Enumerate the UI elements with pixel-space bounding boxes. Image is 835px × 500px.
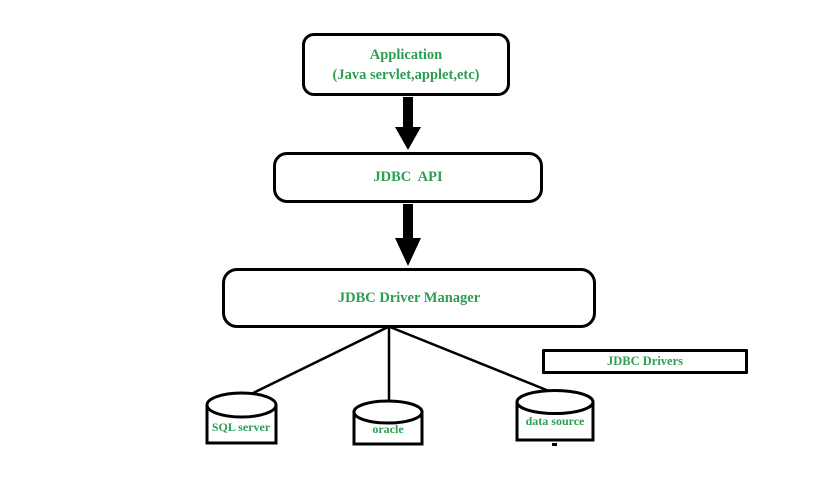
database-label-sqlserver: SQL server (211, 420, 271, 434)
application-subtitle: (Java servlet,applet,etc) (332, 66, 480, 83)
cylinder-top (515, 389, 595, 415)
connector-manager-to-sqlserver (246, 325, 389, 398)
database-cylinder-datasource (515, 389, 595, 446)
node-application: Application (Java servlet,applet,etc) (302, 33, 510, 96)
node-jdbc-drivers: JDBC Drivers (542, 349, 748, 374)
cylinder-top (352, 399, 424, 425)
arrow-down-icon (395, 204, 421, 266)
node-jdbc-driver-manager: JDBC Driver Manager (222, 268, 596, 328)
jdbc-api-label: JDBC API (373, 169, 443, 185)
database-cylinder-oracle (352, 399, 424, 446)
application-title: Application (369, 46, 443, 63)
cylinder-top (205, 391, 278, 419)
stray-mark (552, 443, 557, 446)
connector-manager-to-datasource (389, 325, 550, 393)
driver-manager-label: JDBC Driver Manager (337, 289, 481, 306)
node-jdbc-api: JDBC API (273, 152, 543, 203)
database-cylinder-sqlserver (205, 391, 278, 445)
database-label-datasource: data source (525, 414, 585, 428)
jdbc-drivers-label: JDBC Drivers (606, 354, 684, 368)
arrow-down-icon (395, 97, 421, 150)
database-label-oracle: oracle (372, 422, 404, 436)
